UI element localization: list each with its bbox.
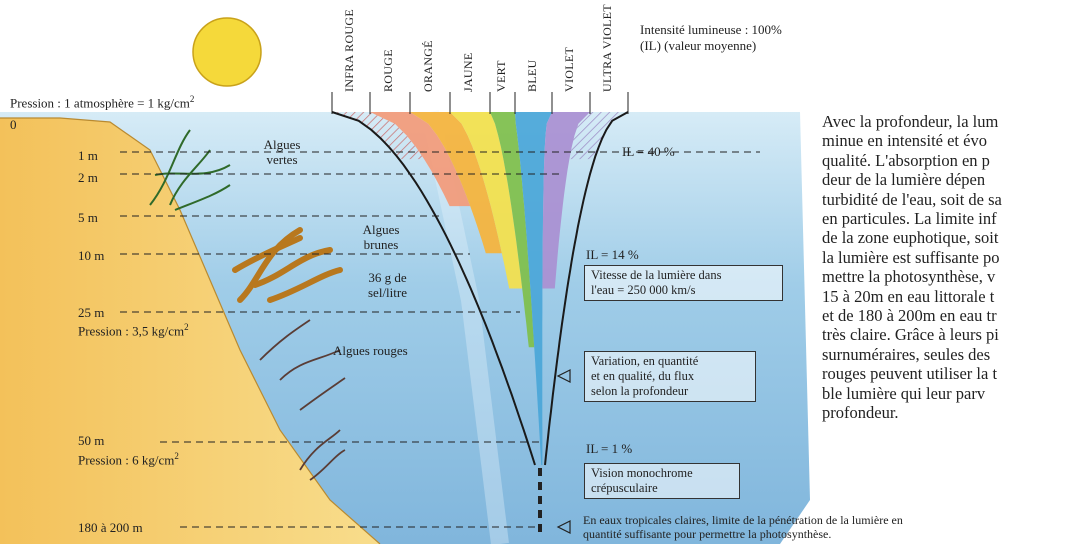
depth-2m-label: 2 m bbox=[78, 170, 98, 186]
depth-25m-label: 25 m bbox=[78, 305, 104, 321]
depth-1m-label: 1 m bbox=[78, 148, 98, 164]
side-text-line: turbidité de l'eau, soit de sa bbox=[822, 190, 1065, 209]
side-text-line: 15 à 20m en eau littorale t bbox=[822, 287, 1065, 306]
side-text-line: qualité. L'absorption en p bbox=[822, 151, 1065, 170]
spectrum-label-8: ULTRA VIOLET bbox=[600, 4, 615, 92]
intensity-line2: (IL) (valeur moyenne) bbox=[640, 38, 782, 54]
intensity-line1: Intensité lumineuse : 100% bbox=[640, 22, 782, 38]
sun-icon bbox=[193, 18, 261, 86]
il-14-label: IL = 14 % bbox=[586, 247, 639, 262]
depth-5m-label: 5 m bbox=[78, 210, 98, 226]
spectrum-label-3: ORANGÉ bbox=[421, 40, 436, 92]
side-text-line: très claire. Grâce à leurs pi bbox=[822, 325, 1065, 344]
pressure-50m-label: Pression : 6 kg/cm2 bbox=[78, 449, 179, 467]
spectrum-label-5: VERT bbox=[494, 60, 509, 92]
side-text-line: ble lumière qui leur parv bbox=[822, 384, 1065, 403]
spectrum-label-7: VIOLET bbox=[562, 47, 577, 92]
pressure-25m-label: Pression : 3,5 kg/cm2 bbox=[78, 320, 189, 338]
depth-zero-label: 0 bbox=[10, 117, 17, 133]
spectrum-label-2: ROUGE bbox=[381, 49, 396, 92]
depth-10m-label: 10 m bbox=[78, 248, 104, 264]
spectrum-label-4: JAUNE bbox=[461, 53, 476, 93]
depth-180m-label: 180 à 200 m bbox=[78, 520, 143, 536]
red-algae-label: Algues rouges bbox=[333, 343, 408, 358]
spectrum-label-1: INFRA ROUGE bbox=[342, 9, 357, 92]
side-text-line: la lumière est suffisante po bbox=[822, 248, 1065, 267]
side-text-line: rouges peuvent utiliser la t bbox=[822, 364, 1065, 383]
side-text-line: mettre la photosynthèse, v bbox=[822, 267, 1065, 286]
side-text-line: et de 180 à 200m en eau tr bbox=[822, 306, 1065, 325]
side-text-line: deur de la lumière dépen bbox=[822, 170, 1065, 189]
intensity-note: Intensité lumineuse : 100% (IL) (valeur … bbox=[640, 22, 782, 54]
side-text-line: minue en intensité et évo bbox=[822, 131, 1065, 150]
side-text-line: de la zone euphotique, soit bbox=[822, 228, 1065, 247]
spectrum-label-6: BLEU bbox=[525, 59, 540, 92]
pressure-surface-label: Pression : 1 atmosphère = 1 kg/cm2 bbox=[10, 92, 194, 110]
side-text-line: Avec la profondeur, la lum bbox=[822, 112, 1065, 131]
il-1-label: IL = 1 % bbox=[586, 441, 632, 456]
photosynthesis-limit-note: En eaux tropicales claires, limite de la… bbox=[583, 513, 903, 541]
depth-50m-label: 50 m bbox=[78, 433, 104, 449]
side-text-line: profondeur. bbox=[822, 403, 1065, 422]
side-text-line: en particules. La limite inf bbox=[822, 209, 1065, 228]
il-40-label: IL = 40 % bbox=[622, 144, 675, 159]
side-text-line: surnuméraires, seules des bbox=[822, 345, 1065, 364]
